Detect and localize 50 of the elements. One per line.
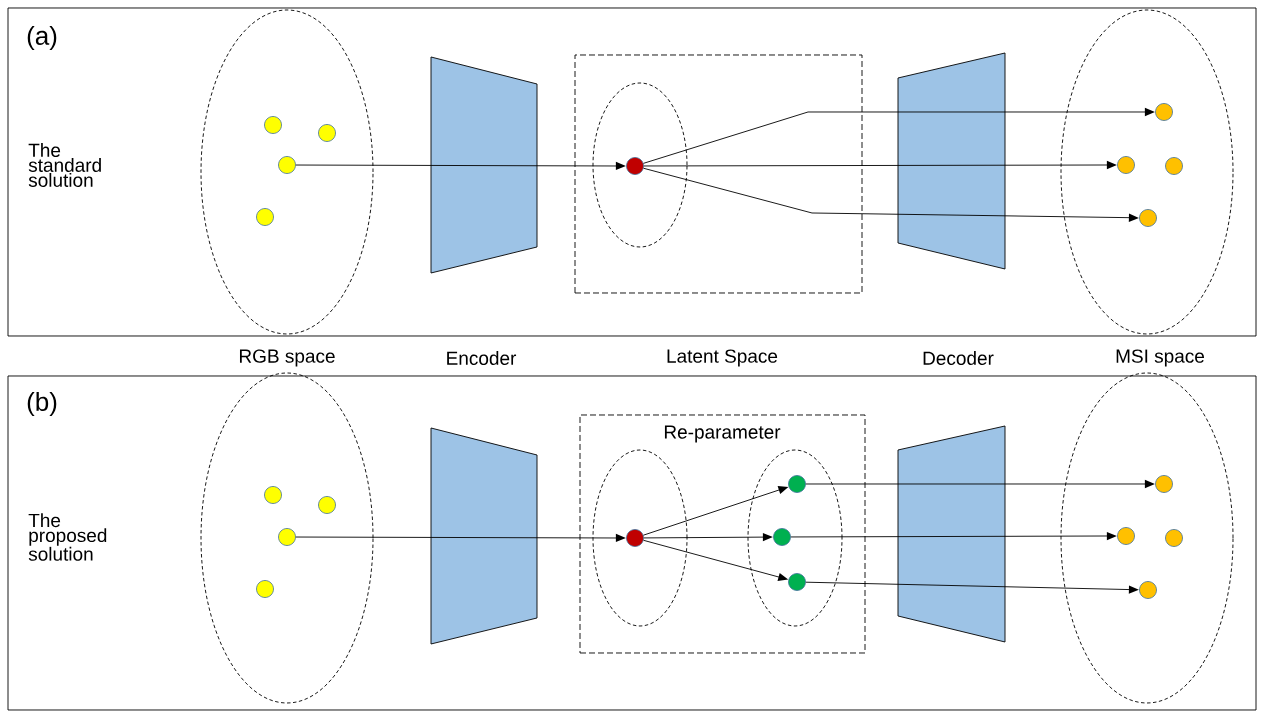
dot (1165, 529, 1183, 547)
dot (256, 580, 274, 598)
row-label: The proposed solution (28, 513, 107, 561)
dot (264, 116, 282, 134)
panel-label: (b) (27, 391, 57, 417)
dot (788, 573, 806, 591)
dot (256, 208, 274, 226)
column-label: Decoder (923, 351, 994, 365)
dashed-ellipse (1060, 9, 1234, 335)
dot (278, 156, 296, 174)
dot (773, 528, 791, 546)
column-label: MSI space (1116, 349, 1204, 367)
column-label: Latent Space (667, 349, 778, 367)
dashed-ellipse (747, 449, 843, 627)
arrow (643, 107, 1155, 164)
dot (278, 528, 296, 546)
arrow (295, 533, 626, 543)
dashed-ellipse (200, 9, 374, 335)
dashed-ellipse (592, 82, 688, 248)
arrow (643, 167, 1139, 222)
arrow (643, 539, 789, 581)
dot (264, 486, 282, 504)
arrow (643, 532, 773, 542)
dot (1139, 209, 1157, 227)
arrow (805, 581, 1139, 594)
dot (318, 124, 336, 142)
dot (1155, 475, 1173, 493)
dot (318, 496, 336, 514)
column-label: RGB space (240, 349, 335, 367)
dashed-ellipse (1060, 372, 1234, 704)
dashed-box (574, 54, 863, 294)
dot (1165, 157, 1183, 175)
dashed-ellipse (200, 372, 374, 704)
dot (626, 157, 644, 175)
dot (1139, 581, 1157, 599)
arrow (295, 161, 626, 171)
dot (788, 475, 806, 493)
arrow (790, 531, 1117, 541)
dot (626, 529, 644, 547)
dot (1155, 103, 1173, 121)
column-label: Encoder (447, 351, 517, 365)
dashed-ellipse (592, 449, 688, 627)
panel-label: (a) (27, 25, 57, 51)
dot (1117, 527, 1135, 545)
row-label: The standard solution (28, 143, 101, 187)
arrow (805, 479, 1155, 489)
box-heading: Re-parameter (664, 425, 781, 443)
dot (1117, 156, 1135, 174)
arrow (643, 486, 789, 536)
arrow (643, 160, 1117, 170)
